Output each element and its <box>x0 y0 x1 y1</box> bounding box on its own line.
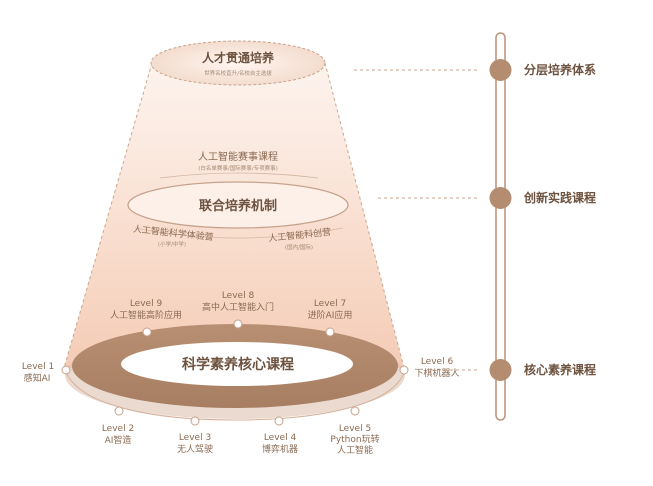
level-markers <box>61 319 409 426</box>
level-4-dot <box>274 416 284 426</box>
level-3-name: 无人驾驶 <box>177 443 213 455</box>
level-6-name: 下棋机器人 <box>414 367 459 379</box>
level-4-name: 博弈机器 <box>262 443 298 455</box>
level-5-dot <box>350 406 360 416</box>
base-ring-orbit <box>65 369 406 421</box>
level-1-name: 感知AI <box>24 372 51 384</box>
level-7-tag: Level 7 <box>314 299 346 309</box>
level-7-dot <box>325 327 335 337</box>
level-6-tag: Level 6 <box>421 357 454 367</box>
innovation-camp-note: (国内/国际) <box>285 243 313 251</box>
joint-training-title: 联合培养机制 <box>199 198 277 214</box>
lower-arc <box>134 227 344 239</box>
level-1-tag: Level 1 <box>22 362 54 372</box>
level-2-name: AI智造 <box>105 434 132 446</box>
competition-note: (白名单赛事/国际赛事/专项赛事) <box>198 164 278 172</box>
level-2-dot <box>114 406 124 416</box>
base-ring-hole <box>121 342 353 386</box>
level-9-name: 人工智能高阶应用 <box>110 309 182 321</box>
core-title: 科学素养核心课程 <box>182 356 294 373</box>
cone-left-edge <box>63 62 153 369</box>
axis-node-bottom <box>489 359 512 381</box>
level-8-name: 高中人工智能入门 <box>202 301 274 313</box>
level-9-tag: Level 9 <box>130 299 163 309</box>
axis-node-top <box>489 59 512 81</box>
axis-label-core: 核心素养课程 <box>524 362 596 377</box>
level-labels: Level 1 感知AI Level 2 AI智造 Level 3 无人驾驶 L… <box>22 291 460 456</box>
level-3-tag: Level 3 <box>179 433 211 443</box>
level-2-tag: Level 2 <box>102 424 134 434</box>
level-5-name2: 人工智能 <box>337 444 373 456</box>
level-5-tag: Level 5 <box>339 424 371 434</box>
level-6-dot <box>399 365 409 375</box>
vertical-axis <box>495 32 506 421</box>
competition-label: 人工智能赛事课程 <box>198 150 278 163</box>
level-8-dot <box>233 319 243 329</box>
level-9-dot <box>142 327 152 337</box>
middle-ellipse <box>127 181 349 229</box>
axis-node-middle <box>489 187 512 209</box>
top-title: 人才贯通培养 <box>202 50 274 65</box>
level-8-tag: Level 8 <box>222 291 255 301</box>
axis-label-innovation: 创新实践课程 <box>523 190 596 205</box>
level-7-name: 进阶AI应用 <box>308 309 353 321</box>
cone-right-edge <box>324 62 405 369</box>
upper-arc <box>159 172 319 179</box>
level-3-dot <box>190 416 200 426</box>
top-ellipse <box>150 40 326 86</box>
axis-label-layered: 分层培养体系 <box>524 62 596 77</box>
experience-camp-note: (小学/中学) <box>158 240 186 248</box>
level-1-dot <box>61 365 71 375</box>
level-5-name: Python玩转 <box>330 433 379 445</box>
level-4-tag: Level 4 <box>264 433 297 443</box>
top-subtitle: 世界名校直升/名校自主选拔 <box>204 69 272 77</box>
